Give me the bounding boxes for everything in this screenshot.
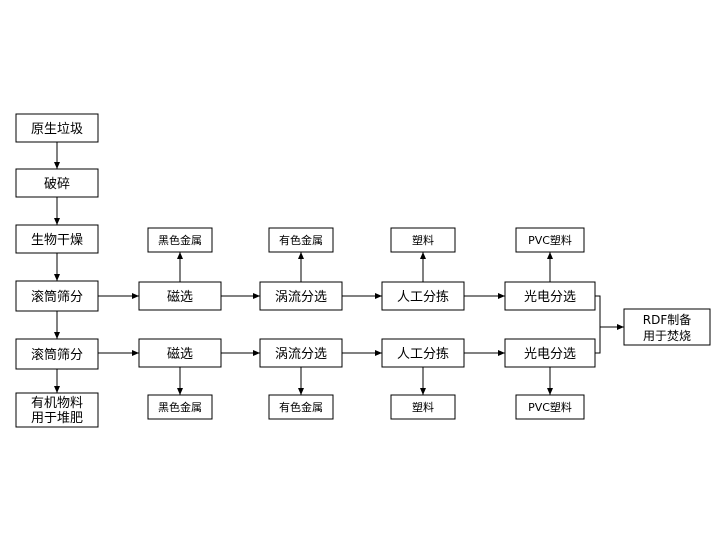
node-eddy-1: 涡流分选 [259, 281, 343, 311]
node-plastic-1: 塑料 [390, 227, 456, 253]
node-nonferrous-2: 有色金属 [268, 394, 334, 420]
node-magnetic-2: 磁选 [138, 338, 222, 368]
node-manual-2: 人工分拣 [381, 338, 465, 368]
node-label: 黑色金属 [158, 400, 202, 414]
node-eddy-2: 涡流分选 [259, 338, 343, 368]
node-label: 有色金属 [279, 233, 323, 247]
node-label-line1: 有机物料 [31, 396, 83, 411]
node-label: 磁选 [167, 290, 193, 305]
connector-optical2-to-merge [595, 327, 601, 354]
node-label: 涡流分选 [275, 290, 327, 305]
node-ferrous-2: 黑色金属 [147, 394, 213, 420]
node-label: 塑料 [412, 233, 434, 247]
node-label: 有色金属 [279, 400, 323, 414]
node-pvc-2: PVC塑料 [515, 394, 585, 420]
node-label: 破碎 [44, 177, 70, 192]
node-pvc-1: PVC塑料 [515, 227, 585, 253]
node-ferrous-1: 黑色金属 [147, 227, 213, 253]
node-label-line2: 用于焚烧 [643, 329, 691, 343]
node-label-line2: 用于堆肥 [31, 411, 83, 426]
node-label: 光电分选 [524, 290, 576, 305]
node-manual-1: 人工分拣 [381, 281, 465, 311]
node-raw-garbage: 原生垃圾 [15, 113, 99, 143]
node-optical-1: 光电分选 [504, 281, 596, 311]
node-organic-compost: 有机物料 用于堆肥 [15, 392, 99, 428]
node-magnetic-1: 磁选 [138, 281, 222, 311]
node-label: 生物干燥 [31, 233, 83, 248]
node-label: 黑色金属 [158, 233, 202, 247]
node-bio-drying: 生物干燥 [15, 224, 99, 254]
connector-optical1-to-merge [595, 295, 601, 327]
node-label: PVC塑料 [528, 400, 572, 414]
node-rdf: RDF制备 用于焚烧 [623, 308, 711, 346]
node-label: 磁选 [167, 347, 193, 362]
node-label: PVC塑料 [528, 233, 572, 247]
node-label: 人工分拣 [397, 347, 449, 362]
node-trommel-2: 滚筒筛分 [15, 338, 99, 370]
node-label: 塑料 [412, 400, 434, 414]
node-label-line1: RDF制备 [643, 313, 691, 327]
node-label: 滚筒筛分 [31, 347, 83, 363]
node-label: 滚筒筛分 [31, 289, 83, 305]
node-trommel-1: 滚筒筛分 [15, 280, 99, 312]
node-label: 原生垃圾 [31, 122, 83, 137]
node-label: 光电分选 [524, 347, 576, 362]
node-nonferrous-1: 有色金属 [268, 227, 334, 253]
node-crushing: 破碎 [15, 168, 99, 198]
node-optical-2: 光电分选 [504, 338, 596, 368]
node-label: 涡流分选 [275, 347, 327, 362]
node-label: 人工分拣 [397, 290, 449, 305]
node-plastic-2: 塑料 [390, 394, 456, 420]
